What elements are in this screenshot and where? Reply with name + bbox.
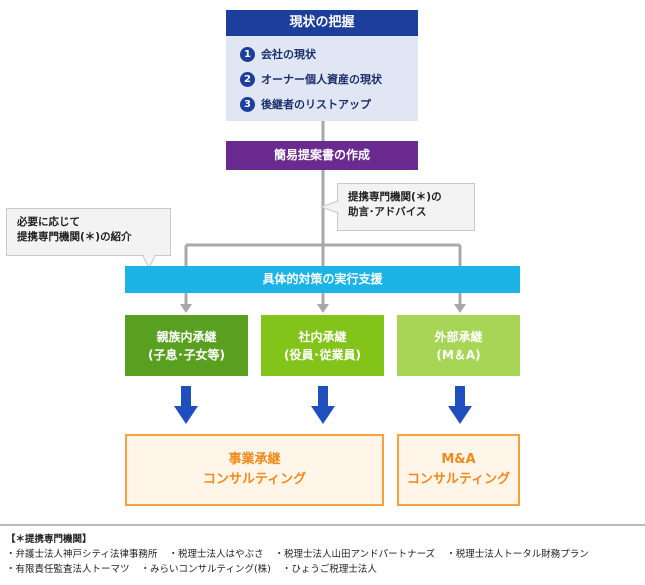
internal-succession-line2: (役員･従業員) [284,347,361,362]
business-succession-consulting-line2: コンサルティング [202,472,307,487]
external-succession-line1: 外部承継 [434,329,483,344]
proposal-box: 簡易提案書の作成 [226,141,418,170]
step-1: 1 会社の現状 [240,46,316,62]
down-arrow-icon [448,386,472,424]
partner-item: ・ひょうご税理士法人 [281,564,377,575]
current-status-header: 現状の把握 [226,10,418,36]
partner-item: ・みらいコンサルティング(株) [140,564,271,575]
down-arrow-icon [174,386,198,424]
business-succession-consulting-line1: 事業承継 [228,452,281,467]
step-label: 後継者のリストアップ [261,98,371,111]
ma-consulting-box: M&A コンサルティング [397,434,520,506]
partner-institutions-footer: 【＊提携専門機関】 ・弁護士法人神戸シティ法律事務所 ・税理士法人はやぶさ ・税… [0,524,645,585]
external-succession-line2: (M＆A) [436,347,481,362]
partner-item: ・税理士法人はやぶさ [168,549,264,560]
family-succession-line2: (子息･子女等) [148,347,225,362]
step-2: 2 オーナー個人資産の現状 [240,71,382,87]
step-label: オーナー個人資産の現状 [261,73,382,86]
step-number-badge: 1 [240,46,255,62]
referral-callout-line2: 提携専門機関(＊)の紹介 [17,231,132,243]
internal-succession-line1: 社内承継 [298,329,347,344]
business-succession-consulting-box: 事業承継 コンサルティング [125,434,384,506]
partner-item: ・税理士法人山田アンドパートナーズ [274,549,436,560]
step-3: 3 後継者のリストアップ [240,96,371,112]
ma-consulting-line2: コンサルティング [406,472,511,487]
family-succession-box: 親族内承継 (子息･子女等) [125,315,248,376]
internal-succession-box: 社内承継 (役員･従業員) [261,315,384,376]
down-arrow-icon [311,386,335,424]
step-label: 会社の現状 [261,48,316,61]
advice-callout-line2: 助言･アドバイス [348,206,427,218]
step-number-badge: 2 [240,71,255,87]
advice-callout: 提携専門機関(＊)の 助言･アドバイス [337,183,475,231]
external-succession-box: 外部承継 (M＆A) [397,315,520,376]
referral-callout-pointer [142,255,156,270]
family-succession-line1: 親族内承継 [156,329,217,344]
partner-item: ・有限責任監査法人トーマツ [6,564,130,575]
implementation-support-bar: 具体的対策の実行支援 [125,266,520,293]
referral-callout-line1: 必要に応じて [17,216,80,228]
step-number-badge: 3 [240,96,255,112]
advice-callout-line1: 提携専門機関(＊)の [348,191,442,203]
partner-item: ・弁護士法人神戸シティ法律事務所 [6,549,158,560]
partner-institutions-row2: ・有限責任監査法人トーマツ ・みらいコンサルティング(株) ・ひょうご税理士法人 [6,562,645,577]
partner-item: ・税理士法人トータル財務プラン [446,549,589,560]
ma-consulting-line1: M&A [441,452,476,467]
partner-institutions-title: 【＊提携専門機関】 [6,534,92,545]
current-status-steps: 1 会社の現状 2 オーナー個人資産の現状 3 後継者のリストアップ [226,36,418,121]
referral-callout: 必要に応じて 提携専門機関(＊)の紹介 [6,208,171,256]
advice-callout-pointer [319,200,339,214]
partner-institutions-row1: ・弁護士法人神戸シティ法律事務所 ・税理士法人はやぶさ ・税理士法人山田アンドパ… [6,547,645,562]
